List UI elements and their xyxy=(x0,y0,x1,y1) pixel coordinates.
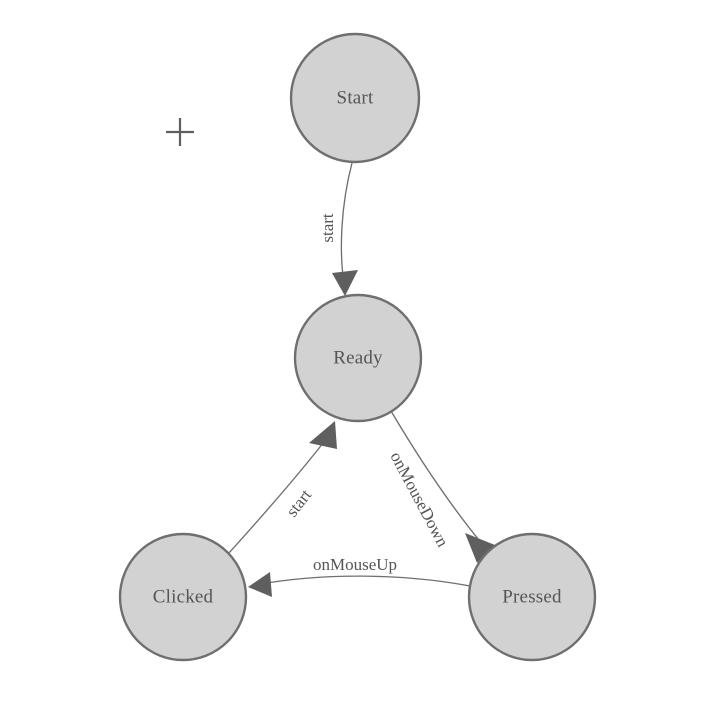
node-ready-circle xyxy=(293,293,423,423)
edge-label-start-to-ready: start xyxy=(318,213,337,243)
edge-clicked-to-ready-path xyxy=(227,437,328,555)
node-clicked[interactable]: Clicked xyxy=(118,532,248,662)
node-start-circle xyxy=(289,32,421,164)
node-start[interactable]: Start xyxy=(289,32,421,164)
edge-ready-to-pressed-path xyxy=(390,410,484,546)
node-clicked-label: Clicked xyxy=(153,586,214,607)
edge-pressed-to-clicked-path xyxy=(254,575,471,587)
node-pressed[interactable]: Pressed xyxy=(467,532,597,662)
edge-ready-to-pressed-arrowhead xyxy=(465,533,495,563)
plus-crosshair-icon xyxy=(166,118,194,146)
edge-ready-to-pressed[interactable]: onMouseDown xyxy=(386,410,495,563)
node-pressed-circle xyxy=(467,532,597,662)
node-pressed-label: Pressed xyxy=(502,586,562,607)
node-clicked-circle xyxy=(118,532,248,662)
edge-start-to-ready[interactable]: start xyxy=(318,162,358,296)
edge-label-pressed-to-clicked: onMouseUp xyxy=(313,555,397,574)
edge-pressed-to-clicked-arrowhead xyxy=(248,572,272,597)
edge-start-to-ready-arrowhead xyxy=(332,270,358,296)
edge-clicked-to-ready[interactable]: start xyxy=(227,421,337,555)
node-start-label: Start xyxy=(337,87,374,108)
edge-label-ready-to-pressed: onMouseDown xyxy=(386,449,452,551)
edge-clicked-to-ready-arrowhead xyxy=(309,421,337,449)
node-ready-label: Ready xyxy=(333,347,383,368)
node-ready[interactable]: Ready xyxy=(293,293,423,423)
edge-pressed-to-clicked[interactable]: onMouseUp xyxy=(248,555,471,597)
edge-label-clicked-to-ready: start xyxy=(282,485,315,520)
edge-start-to-ready-path xyxy=(340,162,353,285)
